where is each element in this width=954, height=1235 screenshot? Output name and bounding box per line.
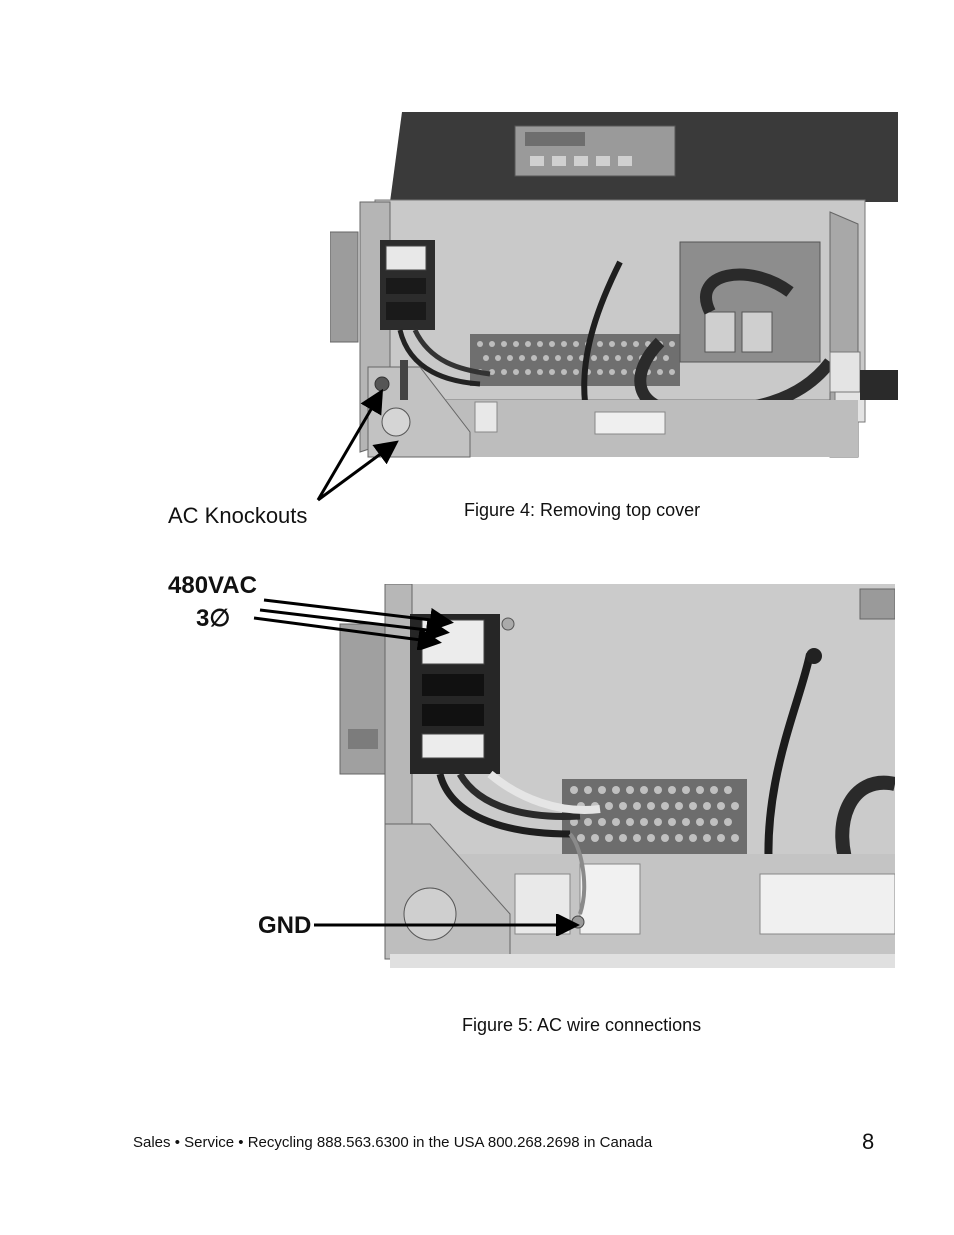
page-number: 8: [862, 1129, 875, 1154]
ac-knockouts-label: AC Knockouts: [168, 503, 308, 528]
voltage-label: 480VAC: [168, 572, 257, 599]
ground-arrow: [314, 914, 580, 936]
voltage-arrows: [253, 598, 454, 650]
phase-label: 3∅: [196, 605, 231, 632]
ground-label: GND: [258, 912, 312, 939]
figure-4-photo: [330, 112, 898, 462]
ac-knockouts-arrows: [316, 388, 399, 502]
footer-contact: Sales • Service • Recycling 888.563.6300…: [133, 1134, 653, 1151]
figure-5-caption: Figure 5: AC wire connections: [462, 1015, 702, 1035]
figure-4-caption: Figure 4: Removing top cover: [464, 500, 701, 520]
